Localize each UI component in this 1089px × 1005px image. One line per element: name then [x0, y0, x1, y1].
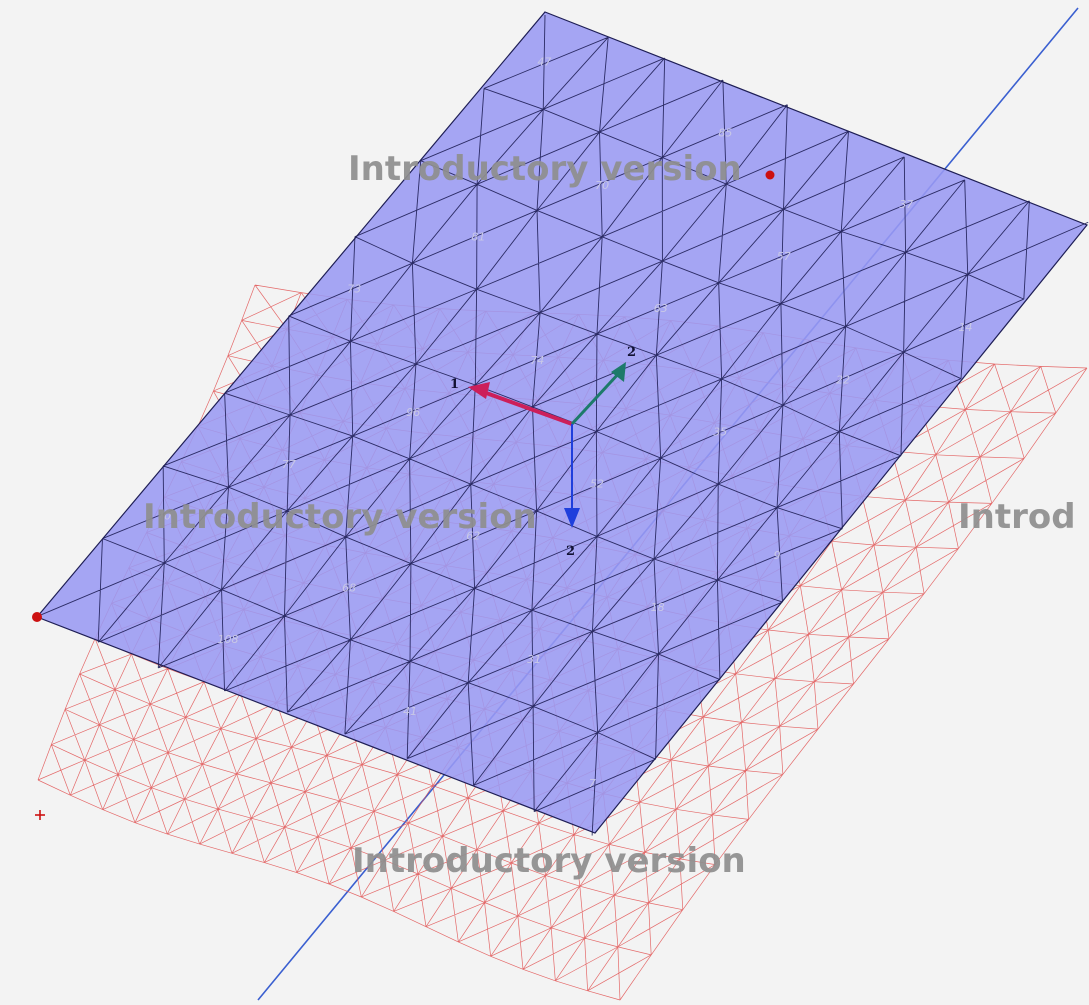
- element-number: 22: [836, 373, 850, 386]
- watermark-top: Introductory version: [348, 149, 742, 189]
- watermark-right: Introd: [958, 497, 1076, 537]
- element-number: 108: [218, 633, 239, 646]
- element-number: 35: [713, 426, 727, 439]
- element-number: 77: [282, 458, 296, 471]
- support-point-icon[interactable]: [32, 612, 42, 622]
- axis1-arrowhead-icon: [468, 382, 490, 399]
- element-number: 62: [466, 530, 480, 543]
- element-number: 68: [342, 581, 356, 594]
- element-number: 81: [471, 231, 485, 244]
- axis3-arrowhead-icon: [564, 508, 580, 528]
- element-number: 7: [589, 777, 596, 790]
- element-number: 9: [774, 549, 781, 562]
- element-number: 31: [527, 653, 541, 666]
- element-number: 37: [899, 198, 913, 211]
- element-number: 52: [590, 478, 604, 491]
- element-number: 70: [595, 179, 609, 192]
- element-number: 96: [406, 406, 420, 419]
- axis2-arrowhead-icon: [611, 362, 626, 382]
- axis1-label: 1: [450, 377, 459, 392]
- axis3-label: 2: [566, 544, 575, 559]
- local-axes-triad: 1 2 2: [450, 345, 636, 559]
- watermark-middle: Introductory version: [143, 497, 537, 537]
- element-number: 41: [403, 705, 417, 718]
- axis2-line: [570, 370, 622, 426]
- element-number: 14: [959, 321, 973, 334]
- plate-surface[interactable]: [36, 11, 1089, 836]
- element-number: 85: [718, 127, 732, 140]
- element-number: 70: [157, 510, 171, 523]
- origin-cross-icon: [35, 810, 45, 820]
- support-point-icon[interactable]: [765, 170, 775, 180]
- axis2-label: 2: [627, 345, 636, 360]
- element-number: 57: [777, 250, 791, 263]
- element-number-labels: 47 73 70 81 77 70 96 108 85 74 68 63 62 57 52 41 37 35 31 2…: [157, 56, 972, 790]
- element-number: 63: [654, 302, 668, 315]
- element-number: 18: [651, 601, 665, 614]
- watermark-bottom: Introductory version: [352, 841, 746, 881]
- element-number: 47: [537, 56, 551, 69]
- element-number: 74: [530, 354, 544, 367]
- element-number: 73: [347, 283, 361, 296]
- axis1-line: [477, 388, 573, 426]
